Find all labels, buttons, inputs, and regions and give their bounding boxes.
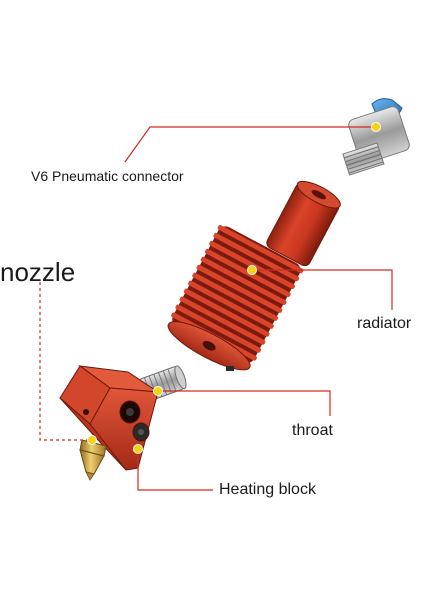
heating-block-leader-line (137, 452, 213, 491)
heating-block-label: Heating block (219, 481, 316, 498)
connector-label: V6 Pneumatic connector (31, 168, 184, 184)
throat-leader-line (158, 390, 331, 416)
connector-marker-dot (371, 122, 381, 132)
nozzle-marker-dot (87, 435, 97, 445)
brass-nozzle-icon (79, 439, 107, 481)
throat-marker-dot (153, 386, 163, 396)
connector-leader-line (124, 126, 376, 163)
leader-lines (39, 126, 393, 491)
radiator-marker-dot (247, 265, 257, 275)
radiator-label: radiator (357, 315, 412, 332)
nozzle-leader-line (39, 282, 90, 441)
heating-block-icon (59, 365, 159, 471)
marker-dots (87, 122, 381, 454)
nozzle-label: nozzle (0, 257, 76, 287)
radiator-leader-line (252, 269, 393, 310)
throat-label: throat (292, 422, 333, 439)
heating-block-marker-dot (133, 444, 143, 454)
pneumatic-connector-icon (342, 98, 410, 176)
radiator-icon (167, 180, 341, 371)
